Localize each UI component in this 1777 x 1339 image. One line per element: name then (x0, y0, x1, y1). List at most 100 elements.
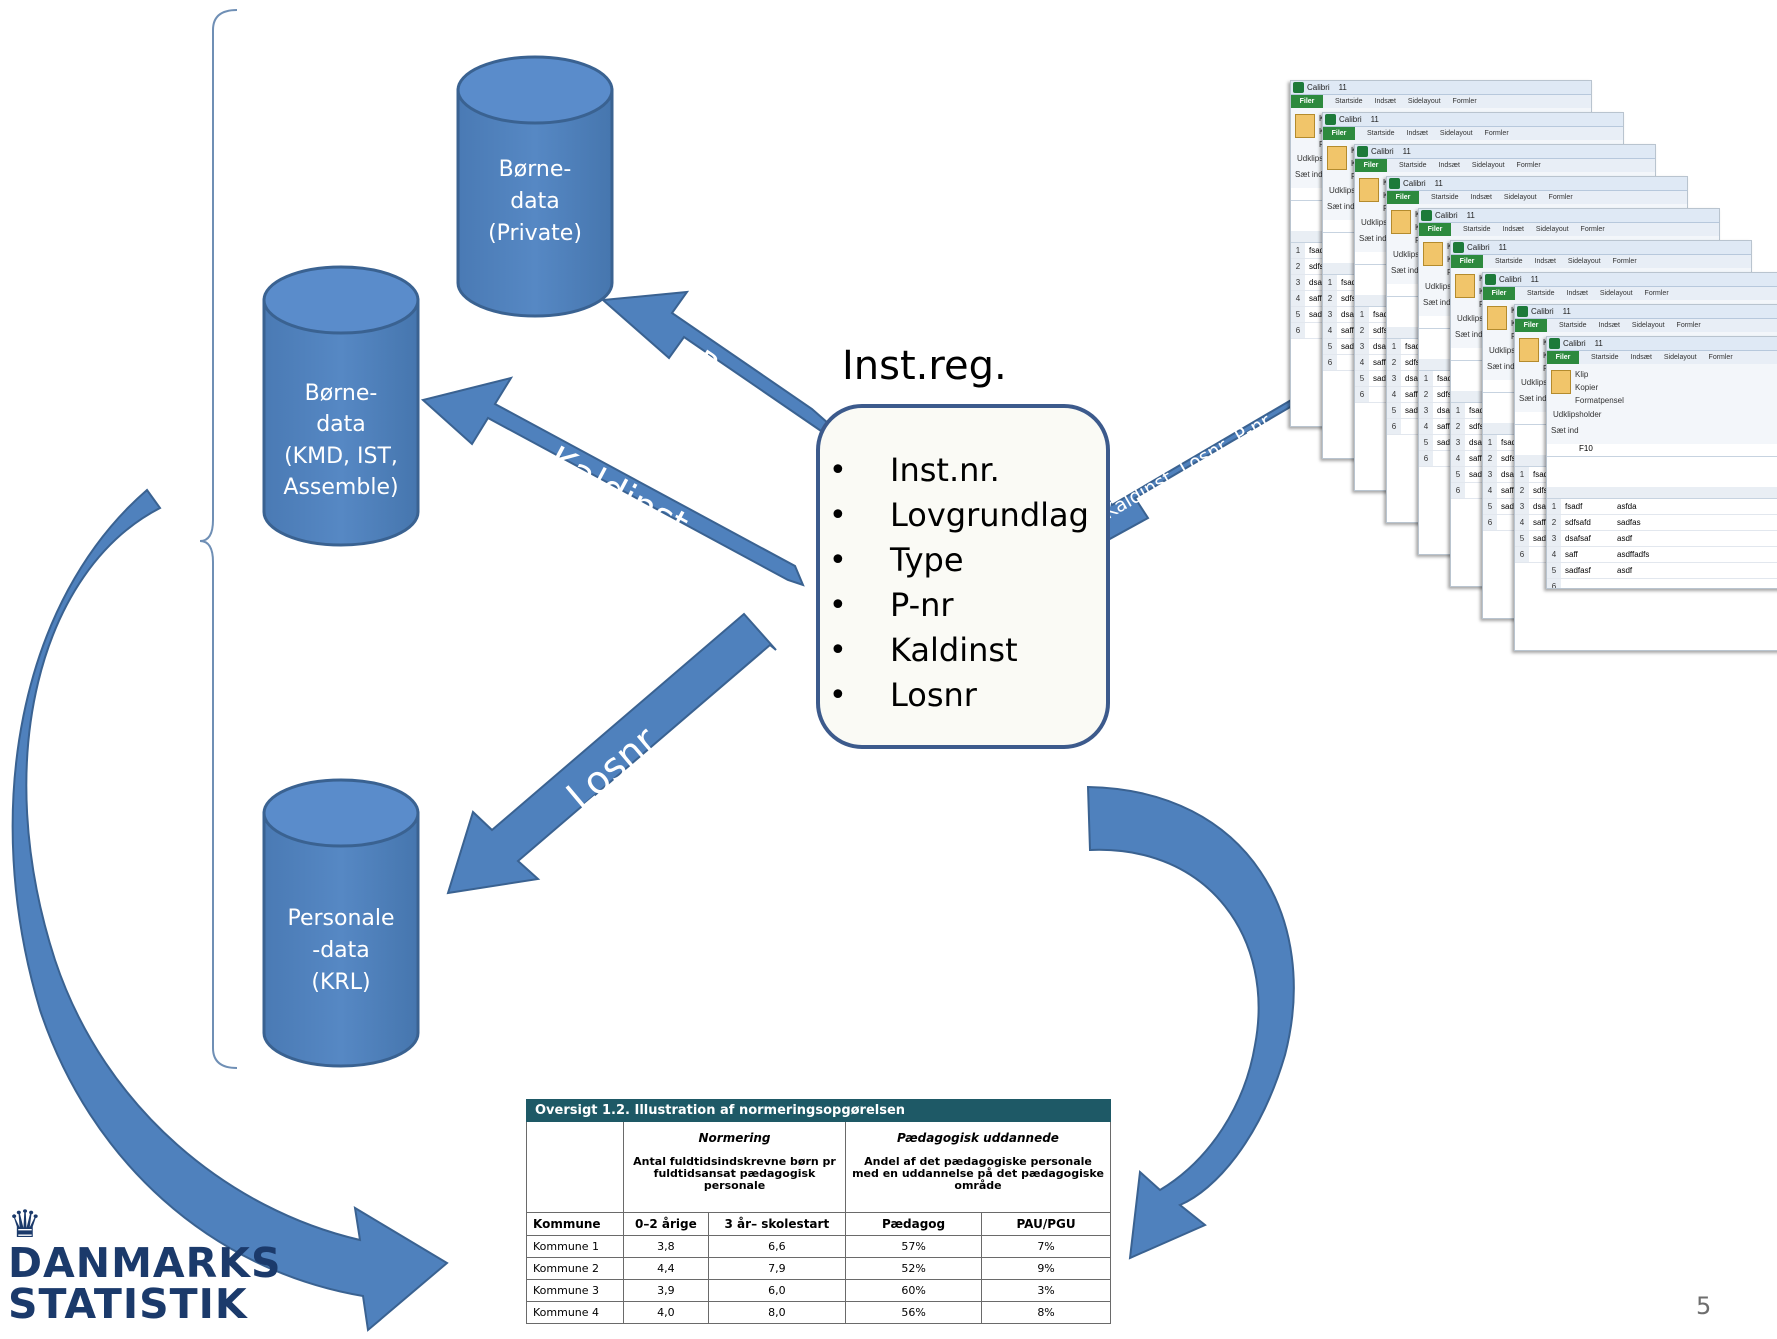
tab-filer: Filer (1547, 351, 1579, 364)
ribbon-tabs: Filer Startside Indsæt Sidelayout Formle… (1483, 287, 1777, 300)
table-header: Kommune (526, 1212, 624, 1236)
excel-icon (1421, 210, 1432, 221)
curved-arrow-left (11, 488, 449, 1332)
curved-arrow-right (1086, 785, 1295, 1260)
ribbon-paste-label: Sæt ind (1359, 234, 1387, 243)
arrow-kaldinst-label: Kaldinst (541, 438, 695, 548)
tab-indsaet: Indsæt (1566, 290, 1588, 297)
ribbon-udklipsholder: Udklipsholder (1329, 186, 1377, 195)
ribbon-kopier: Kopier (1575, 383, 1599, 392)
logo-line2: STATISTIK (8, 1280, 248, 1328)
db-private-line2: data (510, 189, 560, 214)
font-size: 11 (1498, 243, 1507, 252)
db-private-line3: (Private) (488, 221, 582, 246)
table-group2-desc: Andel af det pædagogiske personale med e… (845, 1154, 1111, 1213)
inst-reg-list: Inst.nr. Lovgrundlag Type P-nr Kaldinst … (816, 448, 1089, 718)
sheet-row: 6 (1547, 579, 1777, 588)
font-size: 11 (1402, 147, 1411, 156)
ribbon-paste-label: Sæt ind (1327, 202, 1355, 211)
tab-sidelayout: Sidelayout (1631, 322, 1665, 329)
excel-icon (1389, 178, 1400, 189)
table-header: 3 år– skolestart (707, 1212, 847, 1236)
font-size: 11 (1466, 211, 1475, 220)
tab-formler: Formler (1548, 194, 1573, 201)
inst-reg-item: Kaldinst (816, 628, 1089, 673)
tab-startside: Startside (1334, 98, 1363, 105)
tab-indsaet: Indsæt (1374, 98, 1396, 105)
db-kmd-line1: Børne- (305, 381, 378, 406)
ribbon-udklipsholder: Udklipsholder (1457, 314, 1505, 323)
grouping-bracket (199, 9, 238, 1069)
font-name: Calibri (1563, 339, 1586, 348)
tab-sidelayout: Sidelayout (1503, 194, 1537, 201)
tab-startside: Startside (1366, 130, 1395, 137)
tab-formler: Formler (1644, 290, 1669, 297)
tab-sidelayout: Sidelayout (1599, 290, 1633, 297)
arrow-incoming-label: Kaldinst, Losnr, P-nr (1100, 410, 1275, 524)
db-kmd-line3: (KMD, IST, (284, 444, 398, 469)
paste-icon (1359, 178, 1379, 202)
column-headers (1547, 487, 1777, 499)
tab-indsaet: Indsæt (1630, 354, 1652, 361)
tab-startside: Startside (1558, 322, 1587, 329)
spreadsheet-window: Calibri 11 Filer Startside Indsæt Sidela… (1546, 336, 1777, 589)
font-name: Calibri (1339, 115, 1362, 124)
inst-reg-item: P-nr (816, 583, 1089, 628)
tab-filer: Filer (1387, 191, 1419, 204)
tab-startside: Startside (1526, 290, 1555, 297)
ribbon-tabs: Filer Startside Indsæt Sidelayout Formle… (1419, 223, 1719, 236)
tab-indsaet: Indsæt (1438, 162, 1460, 169)
tab-formler: Formler (1484, 130, 1509, 137)
font-name: Calibri (1435, 211, 1458, 220)
tab-sidelayout: Sidelayout (1439, 130, 1473, 137)
logo-line1: DANMARKS (8, 1239, 282, 1287)
tab-startside: Startside (1462, 226, 1491, 233)
ribbon-udklipsholder: Udklipsholder (1425, 282, 1473, 291)
ribbon-paste-label: Sæt ind (1455, 330, 1483, 339)
name-box: F10 (1579, 444, 1593, 453)
database-kmd (262, 265, 420, 547)
font-name: Calibri (1403, 179, 1426, 188)
excel-icon (1325, 114, 1336, 125)
ribbon-klip: Klip (1575, 370, 1589, 379)
font-size: 11 (1434, 179, 1443, 188)
ribbon-paste-label: Sæt ind (1487, 362, 1515, 371)
tab-filer: Filer (1451, 255, 1483, 268)
table-header: Pædagog (845, 1212, 983, 1236)
font-name: Calibri (1531, 307, 1554, 316)
db-private-line1: Børne- (499, 157, 572, 182)
tab-startside: Startside (1590, 354, 1619, 361)
tab-indsaet: Indsæt (1534, 258, 1556, 265)
ribbon-udklipsholder: Udklipsholder (1521, 378, 1569, 387)
danmarks-statistik-logo: ♛ DANMARKS STATISTIK (8, 1205, 281, 1325)
paste-icon (1391, 210, 1411, 234)
paste-icon (1455, 274, 1475, 298)
ribbon-tabs: Filer Startside Indsæt Sidelayout Formle… (1387, 191, 1687, 204)
tab-startside: Startside (1494, 258, 1523, 265)
tab-filer: Filer (1291, 95, 1323, 108)
db-personale-line2: -data (312, 938, 370, 963)
db-kmd-line2: data (316, 412, 366, 437)
table-group-paedagogisk: Pædagogisk uddannede (845, 1121, 1111, 1154)
ribbon-udklipsholder: Udklipsholder (1553, 410, 1602, 419)
arrow-pnr (600, 290, 831, 435)
paste-icon (1551, 370, 1571, 394)
tab-formler: Formler (1612, 258, 1637, 265)
quick-access-toolbar: Calibri 11 (1515, 305, 1777, 319)
excel-icon (1549, 338, 1560, 349)
ribbon-udklipsholder: Udklipsholder (1361, 218, 1409, 227)
db-personale-line3: (KRL) (311, 970, 370, 995)
ribbon-paste-label: Sæt ind (1551, 426, 1579, 435)
paste-icon (1423, 242, 1443, 266)
ribbon-paste-label: Sæt ind (1295, 170, 1323, 179)
excel-icon (1293, 82, 1304, 93)
quick-access-toolbar: Calibri 11 (1419, 209, 1719, 223)
font-size: 11 (1530, 275, 1539, 284)
tab-startside: Startside (1430, 194, 1459, 201)
quick-access-toolbar: Calibri 11 (1387, 177, 1687, 191)
